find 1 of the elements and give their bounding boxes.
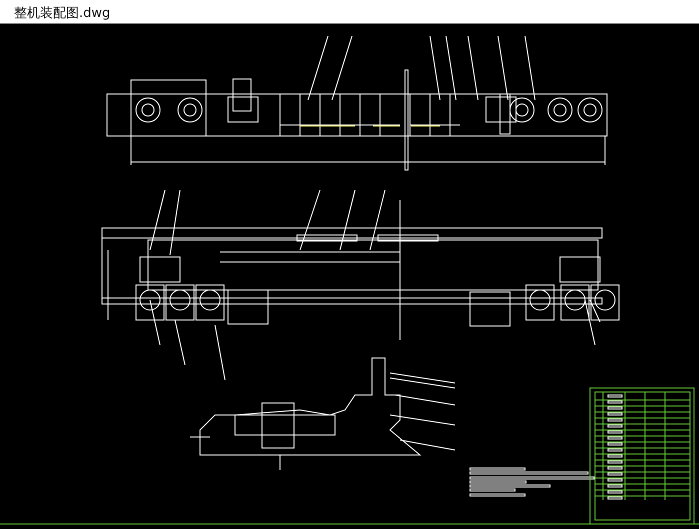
file-title: 整机装配图.dwg	[14, 5, 110, 22]
